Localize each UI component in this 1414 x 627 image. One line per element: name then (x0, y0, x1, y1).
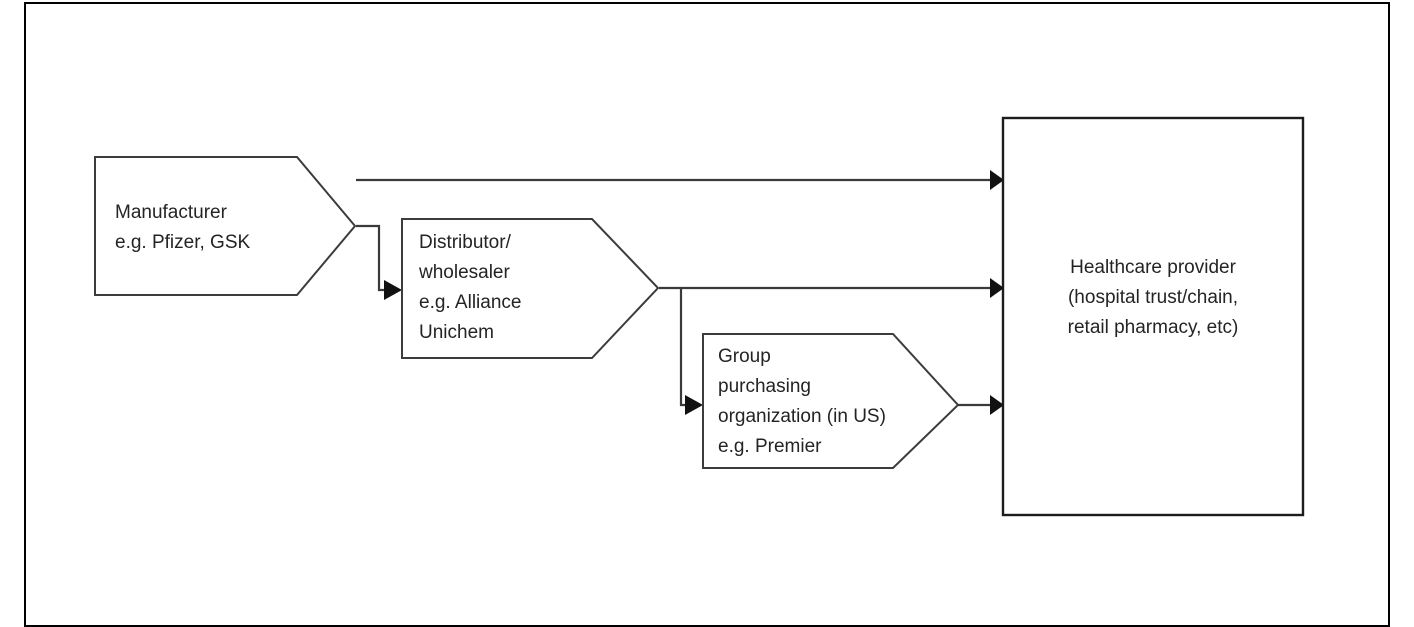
connector-manufacturer-to-distributor (356, 224, 402, 300)
manufacturer-shape (94, 156, 357, 296)
distributor-label-line-4: Unichem (419, 322, 494, 343)
healthcare-provider-label-line-1: Healthcare provider (1070, 257, 1236, 278)
connector-distributor-to-gpo (679, 289, 703, 415)
gpo-shape (702, 333, 960, 469)
connector-manufacturer-to-provider (356, 170, 1004, 190)
node-manufacturer[interactable]: Manufacturer e.g. Pfizer, GSK (94, 156, 357, 296)
connector-gpo-to-provider (958, 395, 1004, 415)
supply-chain-diagram: Manufacturer e.g. Pfizer, GSK Distributo… (94, 116, 1305, 517)
distributor-shape (401, 218, 660, 359)
manufacturer-label-line-1: Manufacturer (115, 202, 228, 223)
arrow-head-icon (990, 278, 1004, 298)
connector-line (679, 289, 690, 407)
healthcare-provider-shape (1001, 116, 1305, 517)
healthcare-provider-label-line-3: retail pharmacy, etc) (1068, 317, 1239, 338)
figure-page: Manufacturer e.g. Pfizer, GSK Distributo… (24, 2, 1390, 627)
node-healthcare-provider[interactable]: Healthcare provider (hospital trust/chai… (1001, 116, 1305, 517)
distributor-label-line-2: wholesaler (418, 262, 510, 283)
gpo-label-line-1: Group (718, 346, 771, 367)
distributor-label-line-1: Distributor/ (419, 232, 512, 253)
gpo-label-line-2: purchasing (718, 376, 811, 397)
arrow-head-icon (990, 395, 1004, 415)
arrow-head-icon (384, 280, 402, 300)
healthcare-provider-label-line-2: (hospital trust/chain, (1068, 287, 1238, 308)
connector-distributor-to-provider (659, 278, 1004, 298)
gpo-label-line-4: e.g. Premier (718, 436, 822, 457)
distributor-label-line-3: e.g. Alliance (419, 292, 521, 313)
arrow-head-icon (990, 170, 1004, 190)
arrow-head-icon (685, 395, 703, 415)
manufacturer-label-line-2: e.g. Pfizer, GSK (115, 232, 250, 253)
gpo-label-line-3: organization (in US) (718, 406, 886, 427)
node-group-purchasing-organization[interactable]: Group purchasing organization (in US) e.… (702, 333, 960, 469)
node-distributor[interactable]: Distributor/ wholesaler e.g. Alliance Un… (401, 218, 660, 359)
